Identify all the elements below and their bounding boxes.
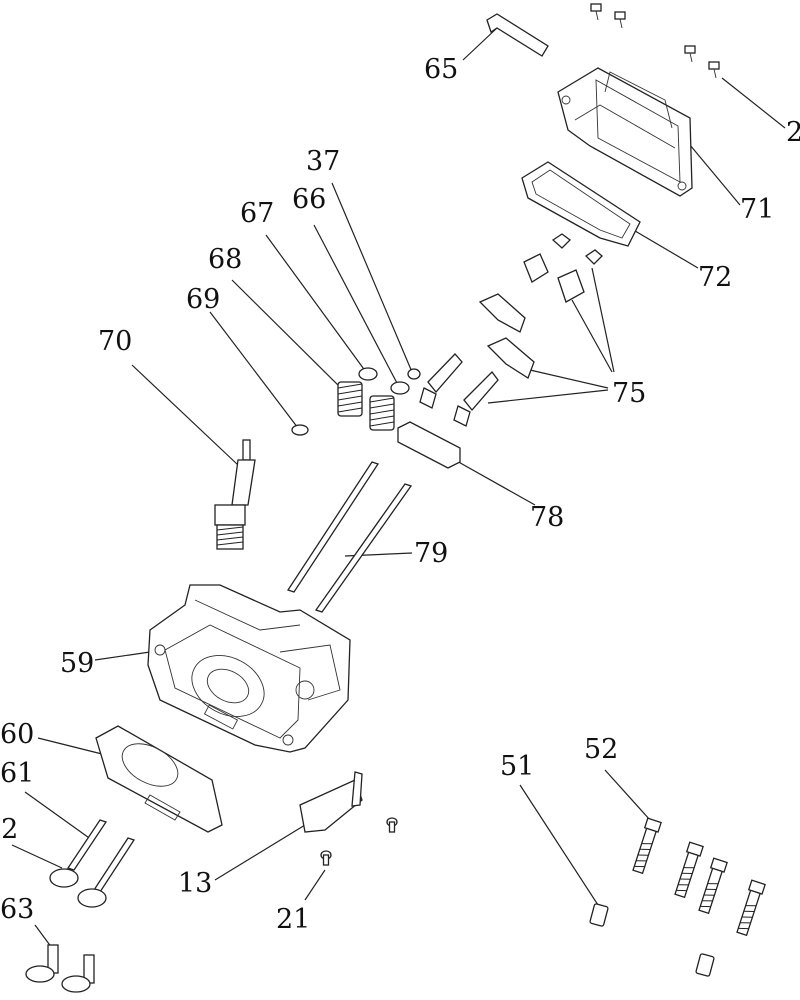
part-69-seal: [291, 424, 309, 436]
callout-75: 75: [612, 378, 646, 409]
part-13-bracket: [299, 771, 363, 833]
part-2-screws: [590, 3, 720, 79]
callout-21: 21: [276, 904, 310, 935]
part-67-retainer: [358, 367, 378, 381]
leader-65: [462, 27, 498, 61]
leader-62: [11, 844, 63, 869]
part-59-cylinder-head: [147, 584, 351, 753]
callout-60: 60: [0, 719, 34, 750]
callout-70: 70: [98, 326, 132, 357]
leader-59: [94, 651, 151, 661]
part-21-screws: [320, 817, 398, 866]
callout-66: 66: [292, 184, 326, 215]
part-60-head-gasket: [95, 725, 223, 833]
leader-52: [604, 769, 651, 821]
leader-68: [231, 279, 346, 393]
part-70-stud: [214, 439, 256, 550]
callout-62: 62: [0, 814, 18, 845]
leader-61: [24, 791, 93, 841]
leader-lines: [11, 27, 786, 949]
callout-65: 65: [424, 54, 458, 85]
callout-13: 13: [178, 868, 212, 899]
leader-21: [304, 869, 326, 901]
callout-59: 59: [60, 648, 94, 679]
part-65-hex-key: [486, 13, 549, 57]
callout-72: 72: [698, 262, 732, 293]
leader-13: [214, 824, 306, 881]
callout-63: 63: [0, 894, 34, 925]
leader-75d: [591, 267, 615, 373]
callout-78: 78: [530, 502, 564, 533]
callout-labels: 65 2 71 72 75 37 66 67 68 69 70 78 79 59…: [0, 54, 800, 935]
part-63-lifters: [25, 944, 95, 993]
part-71-valve-cover: [557, 67, 693, 197]
part-51-dowel-pins: [589, 903, 715, 977]
callout-61: 61: [0, 758, 34, 789]
leader-78: [454, 459, 536, 506]
callout-79: 79: [414, 538, 448, 569]
callout-37: 37: [306, 146, 340, 177]
leader-2: [721, 77, 786, 129]
part-79-push-rods: [286, 461, 413, 613]
leader-37: [331, 182, 413, 373]
leader-70: [131, 364, 239, 466]
callout-69: 69: [186, 284, 220, 315]
callout-68: 68: [208, 244, 242, 275]
leader-75a: [487, 389, 609, 404]
leader-75b: [529, 369, 609, 389]
part-61-62-valves: [49, 819, 136, 908]
leader-63: [34, 924, 53, 949]
part-68-valve-springs: [337, 381, 395, 431]
part-37-keeper: [407, 368, 421, 380]
part-52-bolts: [632, 817, 766, 937]
leader-69: [209, 311, 299, 429]
callout-52: 52: [584, 734, 618, 765]
part-78-guide-plate: [397, 421, 461, 469]
leader-67: [265, 234, 367, 373]
part-72-cover-gasket: [521, 161, 641, 247]
leader-66: [313, 224, 399, 386]
part-75-rocker-assembly: [419, 233, 603, 427]
callout-2: 2: [786, 117, 800, 148]
part-66-retainer: [390, 381, 410, 395]
callout-71: 71: [740, 194, 774, 225]
callout-67: 67: [240, 198, 274, 229]
callout-51: 51: [500, 751, 534, 782]
leader-75c: [571, 299, 613, 373]
leader-51: [519, 784, 599, 906]
leader-71: [689, 144, 741, 206]
